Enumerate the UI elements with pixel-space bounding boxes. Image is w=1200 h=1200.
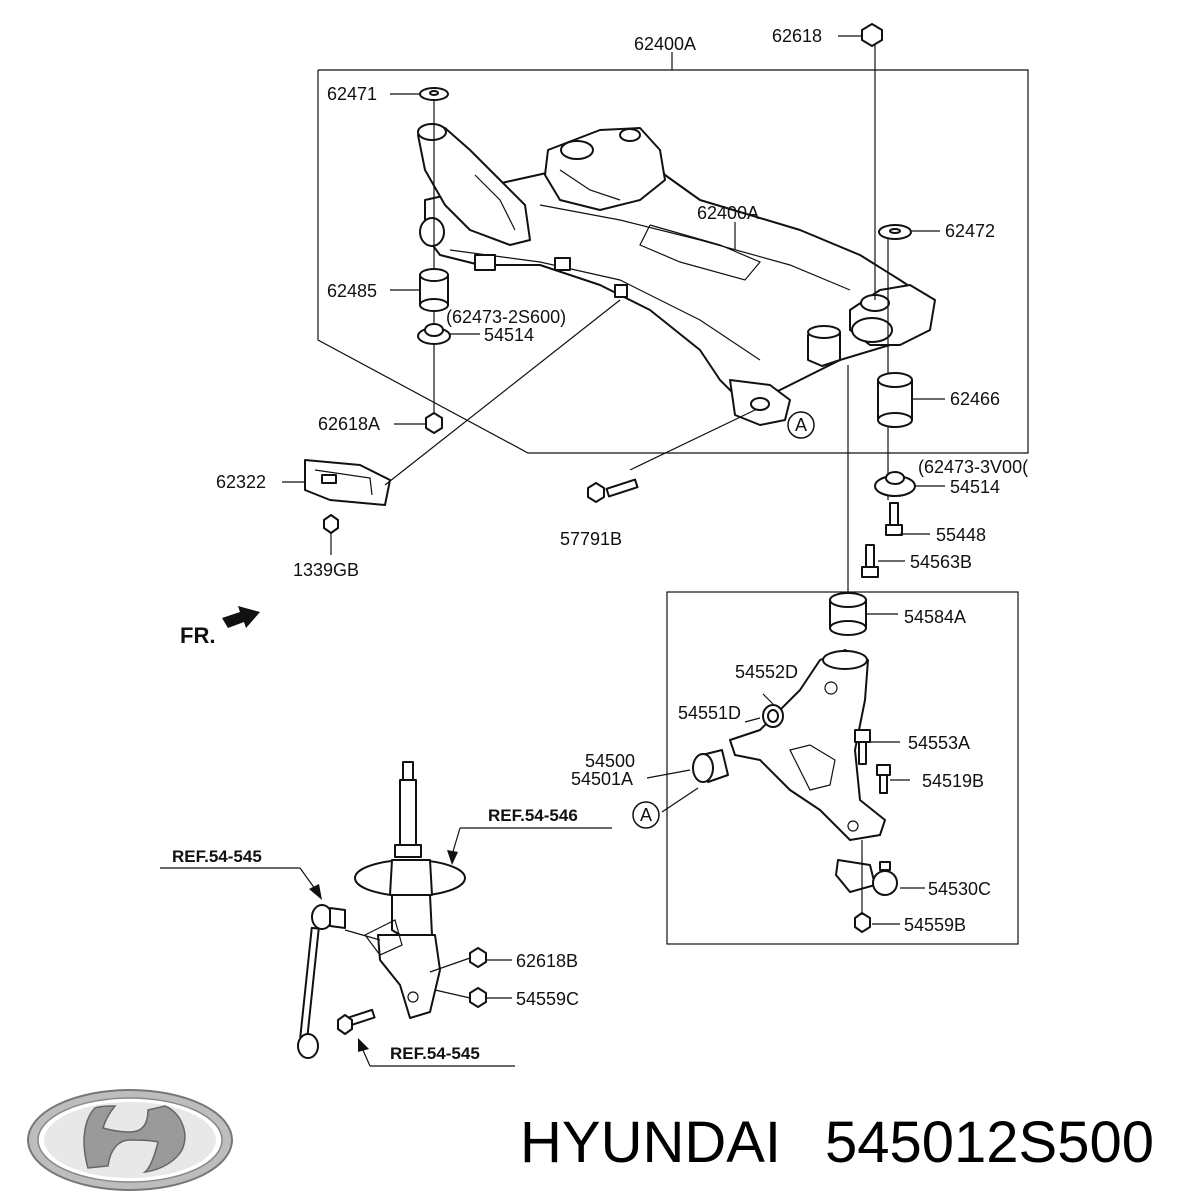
hyundai-logo <box>27 1089 233 1191</box>
label-62400a-mid: 62400A <box>697 203 759 223</box>
bushing-54584a-part <box>829 592 867 636</box>
label-62473-2s600: (62473-2S600) <box>446 307 566 327</box>
nut-54559c-part <box>469 987 487 1008</box>
label-54552d: 54552D <box>735 662 798 682</box>
bushing-54552d-part <box>762 704 784 728</box>
label-54530c: 54530C <box>928 879 991 899</box>
label-57791b: 57791B <box>560 529 622 549</box>
label-62485: 62485 <box>327 281 377 301</box>
circle-a-marker-arm: A <box>632 801 660 829</box>
label-54551d: 54551D <box>678 703 741 723</box>
bracket-62322-part <box>304 459 391 506</box>
label-62466: 62466 <box>950 389 1000 409</box>
leader-arrows <box>299 827 461 1067</box>
brand-name: HYUNDAI <box>520 1110 781 1175</box>
balljoint-54530c-part <box>835 859 898 896</box>
bolt-55448-part <box>885 502 903 536</box>
front-label: FR. <box>180 623 215 648</box>
bushing-62466-part <box>877 372 913 428</box>
lower-arm-frame <box>666 591 1019 945</box>
bushing-54551d-part <box>692 749 729 783</box>
subframe-frame <box>317 52 1029 454</box>
label-62473-3v00: (62473-3V00( <box>918 457 1028 477</box>
label-62618b: 62618B <box>516 951 578 971</box>
strut-assembly-part <box>354 761 466 1019</box>
label-ref-54-546: REF.54-546 <box>488 806 578 825</box>
bolt-57791b-part <box>587 478 639 503</box>
label-62400a-top: 62400A <box>634 34 696 54</box>
label-1339gb: 1339GB <box>293 560 359 580</box>
circle-a-marker-subframe: A <box>787 411 815 439</box>
bolt-strut-part <box>337 1008 376 1035</box>
label-54584a: 54584A <box>904 607 966 627</box>
label-62322: 62322 <box>216 472 266 492</box>
part-number: 545012S500 <box>825 1110 1154 1175</box>
circle-a-label: A <box>640 805 652 825</box>
label-62618: 62618 <box>772 26 822 46</box>
label-54514-left: 54514 <box>484 325 534 345</box>
label-54519b: 54519B <box>922 771 984 791</box>
nut-62618b-part <box>469 947 487 968</box>
label-ref-54-545-bottom: REF.54-545 <box>390 1044 480 1063</box>
washer-62471-part <box>419 87 449 101</box>
label-54501a: 54501A <box>571 769 633 789</box>
label-62472: 62472 <box>945 221 995 241</box>
label-62471: 62471 <box>327 84 377 104</box>
front-arrow-icon <box>222 606 260 628</box>
stabilizer-link-part <box>297 904 346 1059</box>
bolt-54519b-part <box>876 764 891 794</box>
subframe-drawing <box>417 123 936 426</box>
part-labels: 62400A 62618 62471 62400A 62472 62485 (6… <box>172 26 1028 1063</box>
leader-lines <box>160 35 945 1067</box>
stopper-54514-left-part <box>417 323 451 345</box>
nut-54559b-part <box>854 912 871 933</box>
label-55448: 55448 <box>936 525 986 545</box>
label-54514-right: 54514 <box>950 477 1000 497</box>
bolt-54563b-part <box>861 544 879 578</box>
front-direction-indicator: FR. <box>180 606 260 648</box>
bolt-54553a-part <box>854 729 871 765</box>
washer-62472-part <box>878 224 912 240</box>
label-54559c: 54559C <box>516 989 579 1009</box>
lower-arm-part <box>729 649 886 841</box>
circle-a-label: A <box>795 415 807 435</box>
bushing-62485-part <box>419 268 449 312</box>
nut-62618a-part <box>425 412 443 434</box>
label-62618a: 62618A <box>318 414 380 434</box>
label-54553a: 54553A <box>908 733 970 753</box>
label-54563b: 54563B <box>910 552 972 572</box>
nut-62618-part <box>861 23 883 47</box>
bolt-1339gb-part <box>323 514 339 534</box>
label-54500: 54500 <box>585 751 635 771</box>
label-54559b: 54559B <box>904 915 966 935</box>
stopper-54514-right-part <box>874 471 916 497</box>
label-ref-54-545-top: REF.54-545 <box>172 847 262 866</box>
